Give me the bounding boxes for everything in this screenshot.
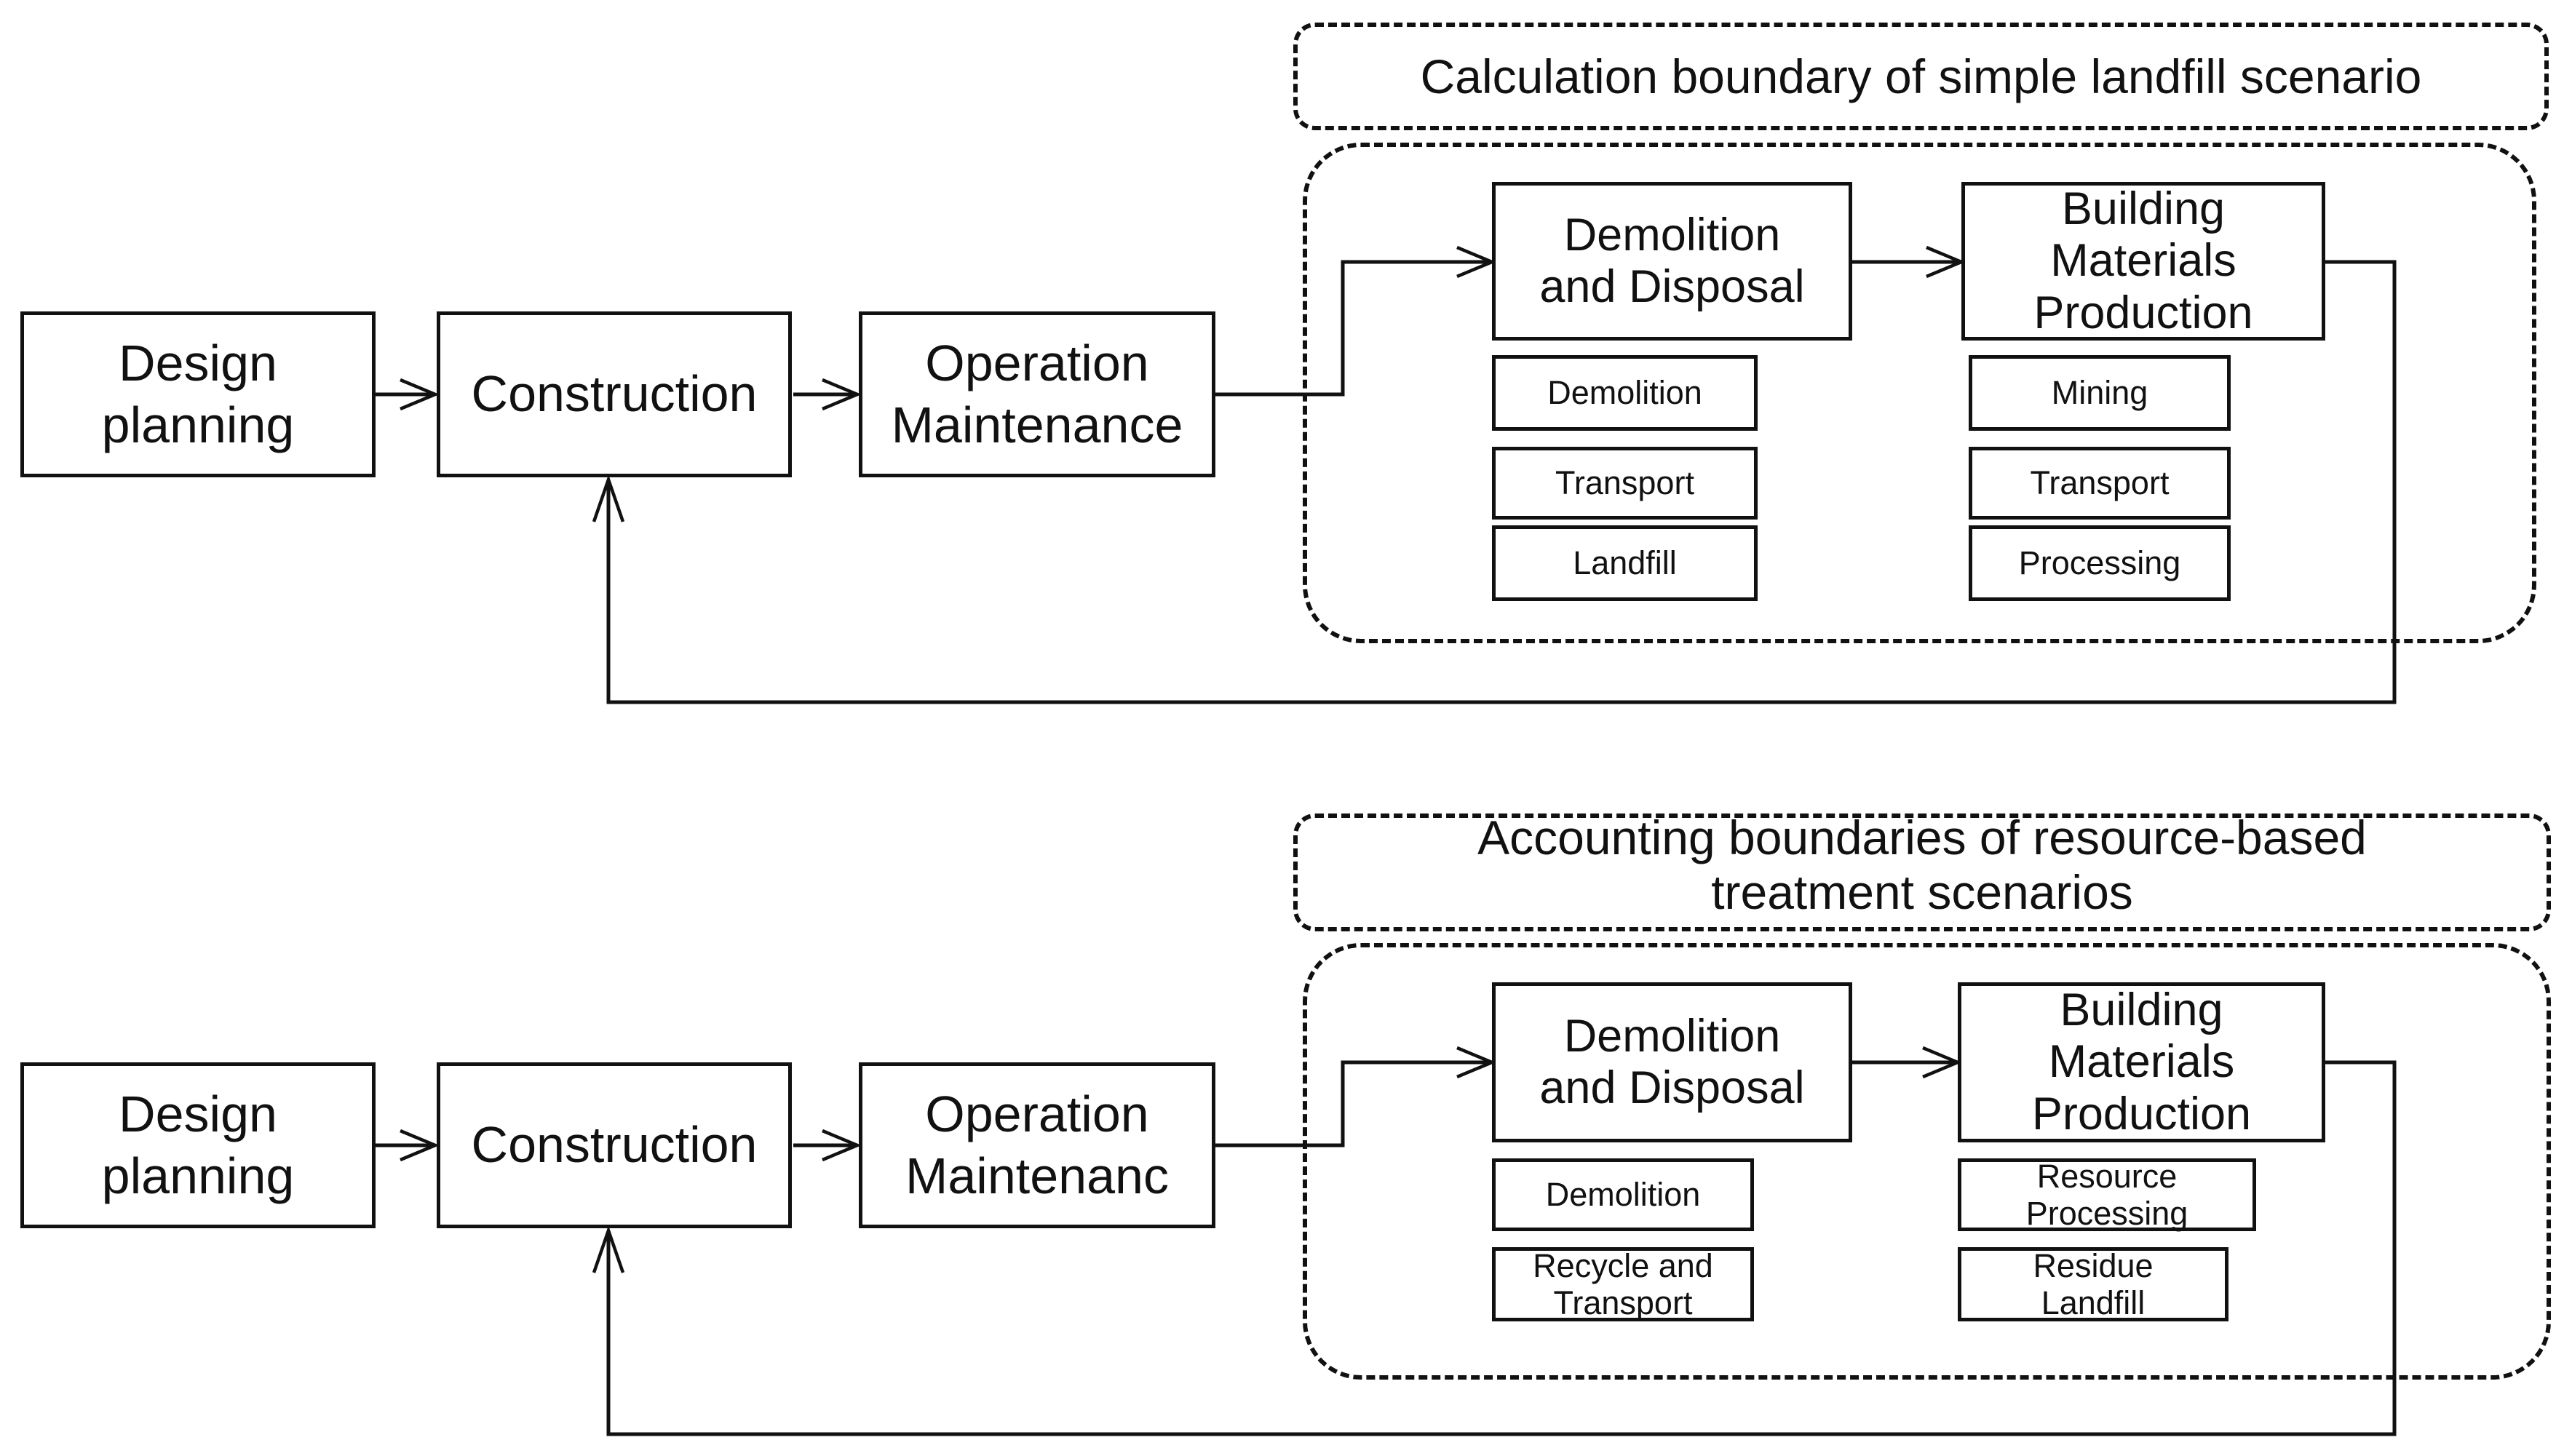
step-demolition-label: Demolition: [1547, 374, 1702, 412]
demolition-disposal-box-bottom: Demolition and Disposal: [1492, 982, 1852, 1142]
step-demolition-bottom-label: Demolition: [1545, 1176, 1701, 1214]
feedback-line-production-to-construction-bottom: [606, 1060, 2397, 1436]
design-planning-label-line1: Design: [119, 334, 277, 391]
construction-label-bottom: Construction: [471, 1116, 758, 1174]
step-demolition-box-bottom: Demolition: [1492, 1158, 1754, 1231]
arrowhead-design-to-construction-bottom: [400, 1129, 440, 1162]
accounting-boundary-region-bottom: [1303, 943, 2551, 1380]
building-materials-title-line2: Materials: [2050, 235, 2236, 287]
step-landfill-box-top: Landfill: [1492, 525, 1758, 601]
step-residue-landfill-line2: Landfill: [2041, 1284, 2146, 1321]
arrowhead-feedback-top: [592, 474, 625, 522]
design-planning-bottom-line1: Design: [119, 1085, 277, 1142]
demolition-disposal-title-line2: and Disposal: [1539, 261, 1805, 312]
design-planning-label-line2: planning: [101, 397, 295, 453]
demolition-disposal-bottom-line2: and Disposal: [1539, 1062, 1805, 1113]
arrow-operation-to-demolition-bottom: [1215, 1060, 1488, 1147]
step-resource-processing-line1: Resource: [2036, 1157, 2178, 1195]
step-transport-box-top-left: Transport: [1492, 447, 1758, 520]
operation-maintenance-box-bottom: Operation Maintenanc: [859, 1062, 1215, 1228]
step-transport-box-top-right: Transport: [1969, 447, 2231, 520]
construction-box-top: Construction: [437, 311, 792, 477]
step-residue-landfill-line1: Residue: [2033, 1246, 2154, 1284]
step-processing-label: Processing: [2018, 544, 2181, 582]
step-mining-label: Mining: [2051, 374, 2148, 412]
step-resource-processing-box-bottom: Resource Processing: [1958, 1157, 2256, 1232]
design-planning-box-bottom: Design planning: [20, 1062, 376, 1228]
demolition-disposal-title-line1: Demolition: [1563, 209, 1781, 260]
building-materials-box-bottom: Building Materials Production: [1958, 982, 2325, 1142]
boundary-title-box-top: Calculation boundary of simple landfill …: [1293, 23, 2549, 130]
demolition-disposal-bottom-line1: Demolition: [1563, 1010, 1781, 1062]
step-processing-box-top: Processing: [1969, 525, 2231, 601]
step-recycle-transport-box-bottom: Recycle and Transport: [1492, 1247, 1754, 1321]
building-materials-bottom-line2: Materials: [2048, 1036, 2235, 1088]
construction-box-bottom: Construction: [437, 1062, 792, 1228]
step-transport-label-left: Transport: [1555, 464, 1694, 502]
step-landfill-label: Landfill: [1573, 544, 1677, 582]
boundary-title-top: Calculation boundary of simple landfill …: [1420, 49, 2422, 103]
construction-label: Construction: [471, 365, 758, 423]
calculation-boundary-region-top: [1303, 143, 2536, 643]
building-materials-box-top: Building Materials Production: [1961, 182, 2325, 341]
operation-bottom-line2: Maintenanc: [905, 1147, 1169, 1204]
building-materials-title-line1: Building: [2061, 183, 2226, 235]
operation-maintenance-box-top: Operation Maintenance: [859, 311, 1215, 477]
step-demolition-box-top: Demolition: [1492, 355, 1758, 431]
design-planning-box-top: Design planning: [20, 311, 376, 477]
building-materials-bottom-line3: Production: [2031, 1088, 2252, 1139]
operation-label-line1: Operation: [925, 334, 1149, 391]
design-planning-bottom-line2: planning: [101, 1147, 295, 1204]
boundary-title-bottom-line2: treatment scenarios: [1711, 864, 2133, 919]
arrowhead-feedback-bottom: [592, 1225, 625, 1273]
step-recycle-transport-line2: Transport: [1553, 1284, 1693, 1321]
step-resource-processing-line2: Processing: [2025, 1195, 2188, 1232]
arrowhead-construction-to-operation-bottom: [822, 1129, 862, 1162]
demolition-disposal-box-top: Demolition and Disposal: [1492, 182, 1852, 341]
feedback-line-production-to-construction-top: [606, 260, 2397, 704]
arrowhead-design-to-construction-top: [400, 378, 440, 411]
step-transport-label-right: Transport: [2030, 464, 2170, 502]
operation-label-line2: Maintenance: [891, 397, 1183, 453]
operation-bottom-line1: Operation: [925, 1085, 1149, 1142]
boundary-title-box-bottom: Accounting boundaries of resource-based …: [1293, 811, 2551, 931]
step-mining-box-top: Mining: [1969, 355, 2231, 431]
step-residue-landfill-box-bottom: Residue Landfill: [1958, 1247, 2228, 1321]
step-recycle-transport-line1: Recycle and: [1533, 1246, 1713, 1284]
arrow-operation-to-demolition-top: [1215, 260, 1488, 397]
building-materials-bottom-line1: Building: [2060, 984, 2223, 1036]
arrowhead-construction-to-operation-top: [822, 378, 862, 411]
building-materials-title-line3: Production: [2033, 287, 2253, 338]
boundary-title-bottom-line1: Accounting boundaries of resource-based: [1477, 811, 2367, 864]
